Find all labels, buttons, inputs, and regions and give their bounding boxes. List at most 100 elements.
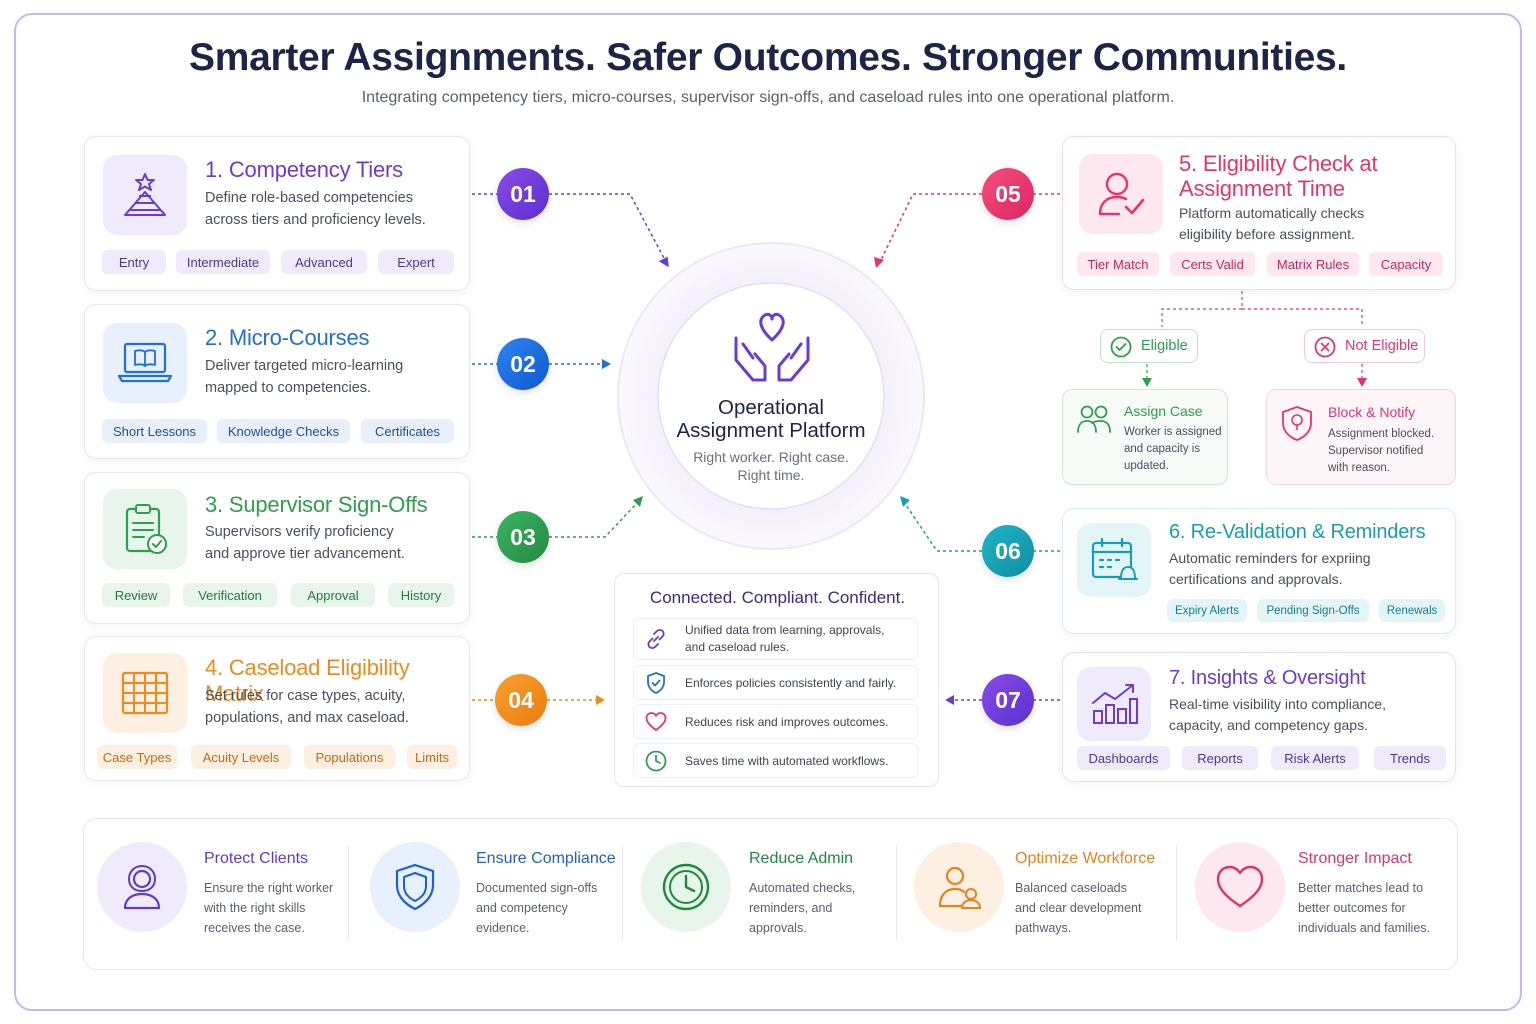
tag-entry[interactable]: Entry [102,250,166,274]
step-1-desc-line-2: across tiers and proficiency levels. [205,211,426,228]
benefit-divider-4 [1176,845,1177,940]
step-1-number: 01 [497,168,549,220]
eligible-badge: Eligible [1100,329,1198,363]
tag-history[interactable]: History [388,583,454,607]
shield-alert-icon [1282,406,1312,441]
page-frame [14,13,1522,1011]
connected-item-1-line-2: and caseload rules. [685,640,790,654]
tag-populations[interactable]: Populations [304,745,395,769]
step-3-number: 03 [497,511,549,563]
pyramid-star-icon [103,155,187,235]
calendar-bell-icon [1077,523,1151,597]
hub-title-line-1: Operational [718,396,824,419]
benefit-divider-2 [622,845,623,940]
step-5-title-line-2: Assignment Time [1179,176,1345,201]
benefit-3-line-3: approvals. [749,921,807,935]
tag-review[interactable]: Review [102,583,170,607]
step-4-desc-line-1: Set rules for case types, acuity, [205,688,406,704]
step-4-description: Set rules for case types, acuity, popula… [205,686,409,729]
clipboard-check-icon [103,489,187,569]
step-5-desc-line-2: eligibility before assignment. [1179,225,1355,242]
not-eligible-label: Not Eligible [1345,338,1419,354]
step-card-caseload-eligibility-matrix[interactable]: 4. Caseload Eligibility Matrix Set rules… [84,636,470,781]
benefit-5-line-3: individuals and families. [1298,921,1431,935]
not-eligible-badge: Not Eligible [1304,329,1425,363]
tag-tier-match[interactable]: Tier Match [1077,252,1159,276]
benefit-3-title: Reduce Admin [749,850,854,867]
step-3-title: 3. Supervisor Sign-Offs [205,492,428,517]
hub-icon [731,310,813,386]
block-notify-box[interactable]: Block & Notify Assignment blocked. Super… [1266,389,1456,485]
tag-capacity[interactable]: Capacity [1369,252,1443,276]
step-7-desc-line-2: capacity, and competency gaps. [1169,717,1368,733]
step-card-competency-tiers[interactable]: 1. Competency Tiers Define role-based co… [84,136,470,291]
step-5-desc-line-1: Platform automatically checks [1179,205,1365,221]
tag-intermediate[interactable]: Intermediate [176,250,270,274]
benefit-1-line-3: receives the case. [204,921,305,935]
tag-renewals[interactable]: Renewals [1379,599,1445,622]
tag-matrix-rules[interactable]: Matrix Rules [1267,252,1359,276]
hub-title-line-2: Assignment Platform [676,419,866,442]
step-3-description: Supervisors verify proficiency and appro… [205,522,405,565]
step-6-number: 06 [982,525,1034,577]
tag-risk-alerts[interactable]: Risk Alerts [1271,746,1359,770]
assign-case-title: Assign Case [1124,403,1203,419]
step-card-revalidation-reminders[interactable]: 6. Re-Validation & Reminders Automatic r… [1062,508,1456,634]
tag-expert[interactable]: Expert [378,250,454,274]
benefit-1-line-2: with the right skills [204,901,306,915]
benefit-5-line-2: better outcomes for [1298,901,1406,915]
tag-verification[interactable]: Verification [183,583,277,607]
step-card-eligibility-check[interactable]: 5. Eligibility Check at Assignment Time … [1062,136,1456,290]
benefit-2-line-3: evidence. [476,921,530,935]
step-7-number: 07 [982,674,1034,726]
hub-inner-circle [657,282,885,510]
benefit-1-line-1: Ensure the right worker [204,881,334,895]
bar-chart-growth-icon [1077,667,1151,741]
assign-case-text: Worker is assigned and capacity is updat… [1124,424,1222,475]
users-icon [914,842,1004,932]
hub-subtitle: Right worker. Right case. Right time. [660,448,882,484]
tag-certs-valid[interactable]: Certs Valid [1170,252,1255,276]
heart-icon [1195,842,1285,932]
shield-icon [370,842,460,932]
step-card-supervisor-sign-offs[interactable]: 3. Supervisor Sign-Offs Supervisors veri… [84,472,470,624]
tag-advanced[interactable]: Advanced [281,250,367,274]
benefit-4-line-3: pathways. [1015,921,1072,935]
tag-limits[interactable]: Limits [407,745,457,769]
step-3-desc-line-1: Supervisors verify proficiency [205,524,394,540]
step-6-desc-line-1: Automatic reminders for expriing [1169,550,1371,566]
tag-knowledge-checks[interactable]: Knowledge Checks [217,419,350,443]
tag-expiry-alerts[interactable]: Expiry Alerts [1167,599,1247,622]
benefit-4-title: Optimize Workforce [1015,850,1156,867]
tag-approval[interactable]: Approval [291,583,375,607]
step-card-insights-oversight[interactable]: 7. Insights & Oversight Real-time visibi… [1062,652,1456,782]
benefit-5-text: Better matches lead to better outcomes f… [1298,878,1430,938]
block-notify-text-line-1: Assignment blocked. [1328,428,1435,440]
benefit-2-line-2: and competency [476,901,568,915]
grid-matrix-icon [103,653,187,733]
check-circle-icon [1110,336,1132,358]
connected-title: Connected. Compliant. Confident. [649,588,906,607]
step-4-title: 4. Caseload Eligibility Matrix [205,655,410,706]
step-6-description: Automatic reminders for expriing certifi… [1169,548,1371,590]
users-icon [1077,405,1111,433]
block-notify-text: Assignment blocked. Supervisor notified … [1328,426,1434,477]
tag-case-types[interactable]: Case Types [97,745,177,769]
tag-trends[interactable]: Trends [1374,746,1446,770]
step-5-number: 05 [982,168,1034,220]
step-7-title: 7. Insights & Oversight [1169,667,1366,689]
benefit-4-text: Balanced caseloads and clear development… [1015,878,1141,938]
tag-pending-sign-offs[interactable]: Pending Sign-Offs [1257,599,1369,622]
tag-short-lessons[interactable]: Short Lessons [102,419,207,443]
user-shield-icon [97,842,187,932]
page-title: Smarter Assignments. Safer Outcomes. Str… [189,36,1347,79]
step-2-desc-line-1: Deliver targeted micro-learning [205,358,404,374]
x-circle-icon [1314,336,1336,358]
tag-certificates[interactable]: Certificates [361,419,454,443]
tag-acuity-levels[interactable]: Acuity Levels [191,745,291,769]
assign-case-box[interactable]: Assign Case Worker is assigned and capac… [1062,389,1228,485]
tag-reports[interactable]: Reports [1182,746,1258,770]
tag-dashboards[interactable]: Dashboards [1077,746,1170,770]
step-card-micro-courses[interactable]: 2. Micro-Courses Deliver targeted micro-… [84,304,470,459]
assign-case-text-line-3: updated. [1124,460,1169,472]
